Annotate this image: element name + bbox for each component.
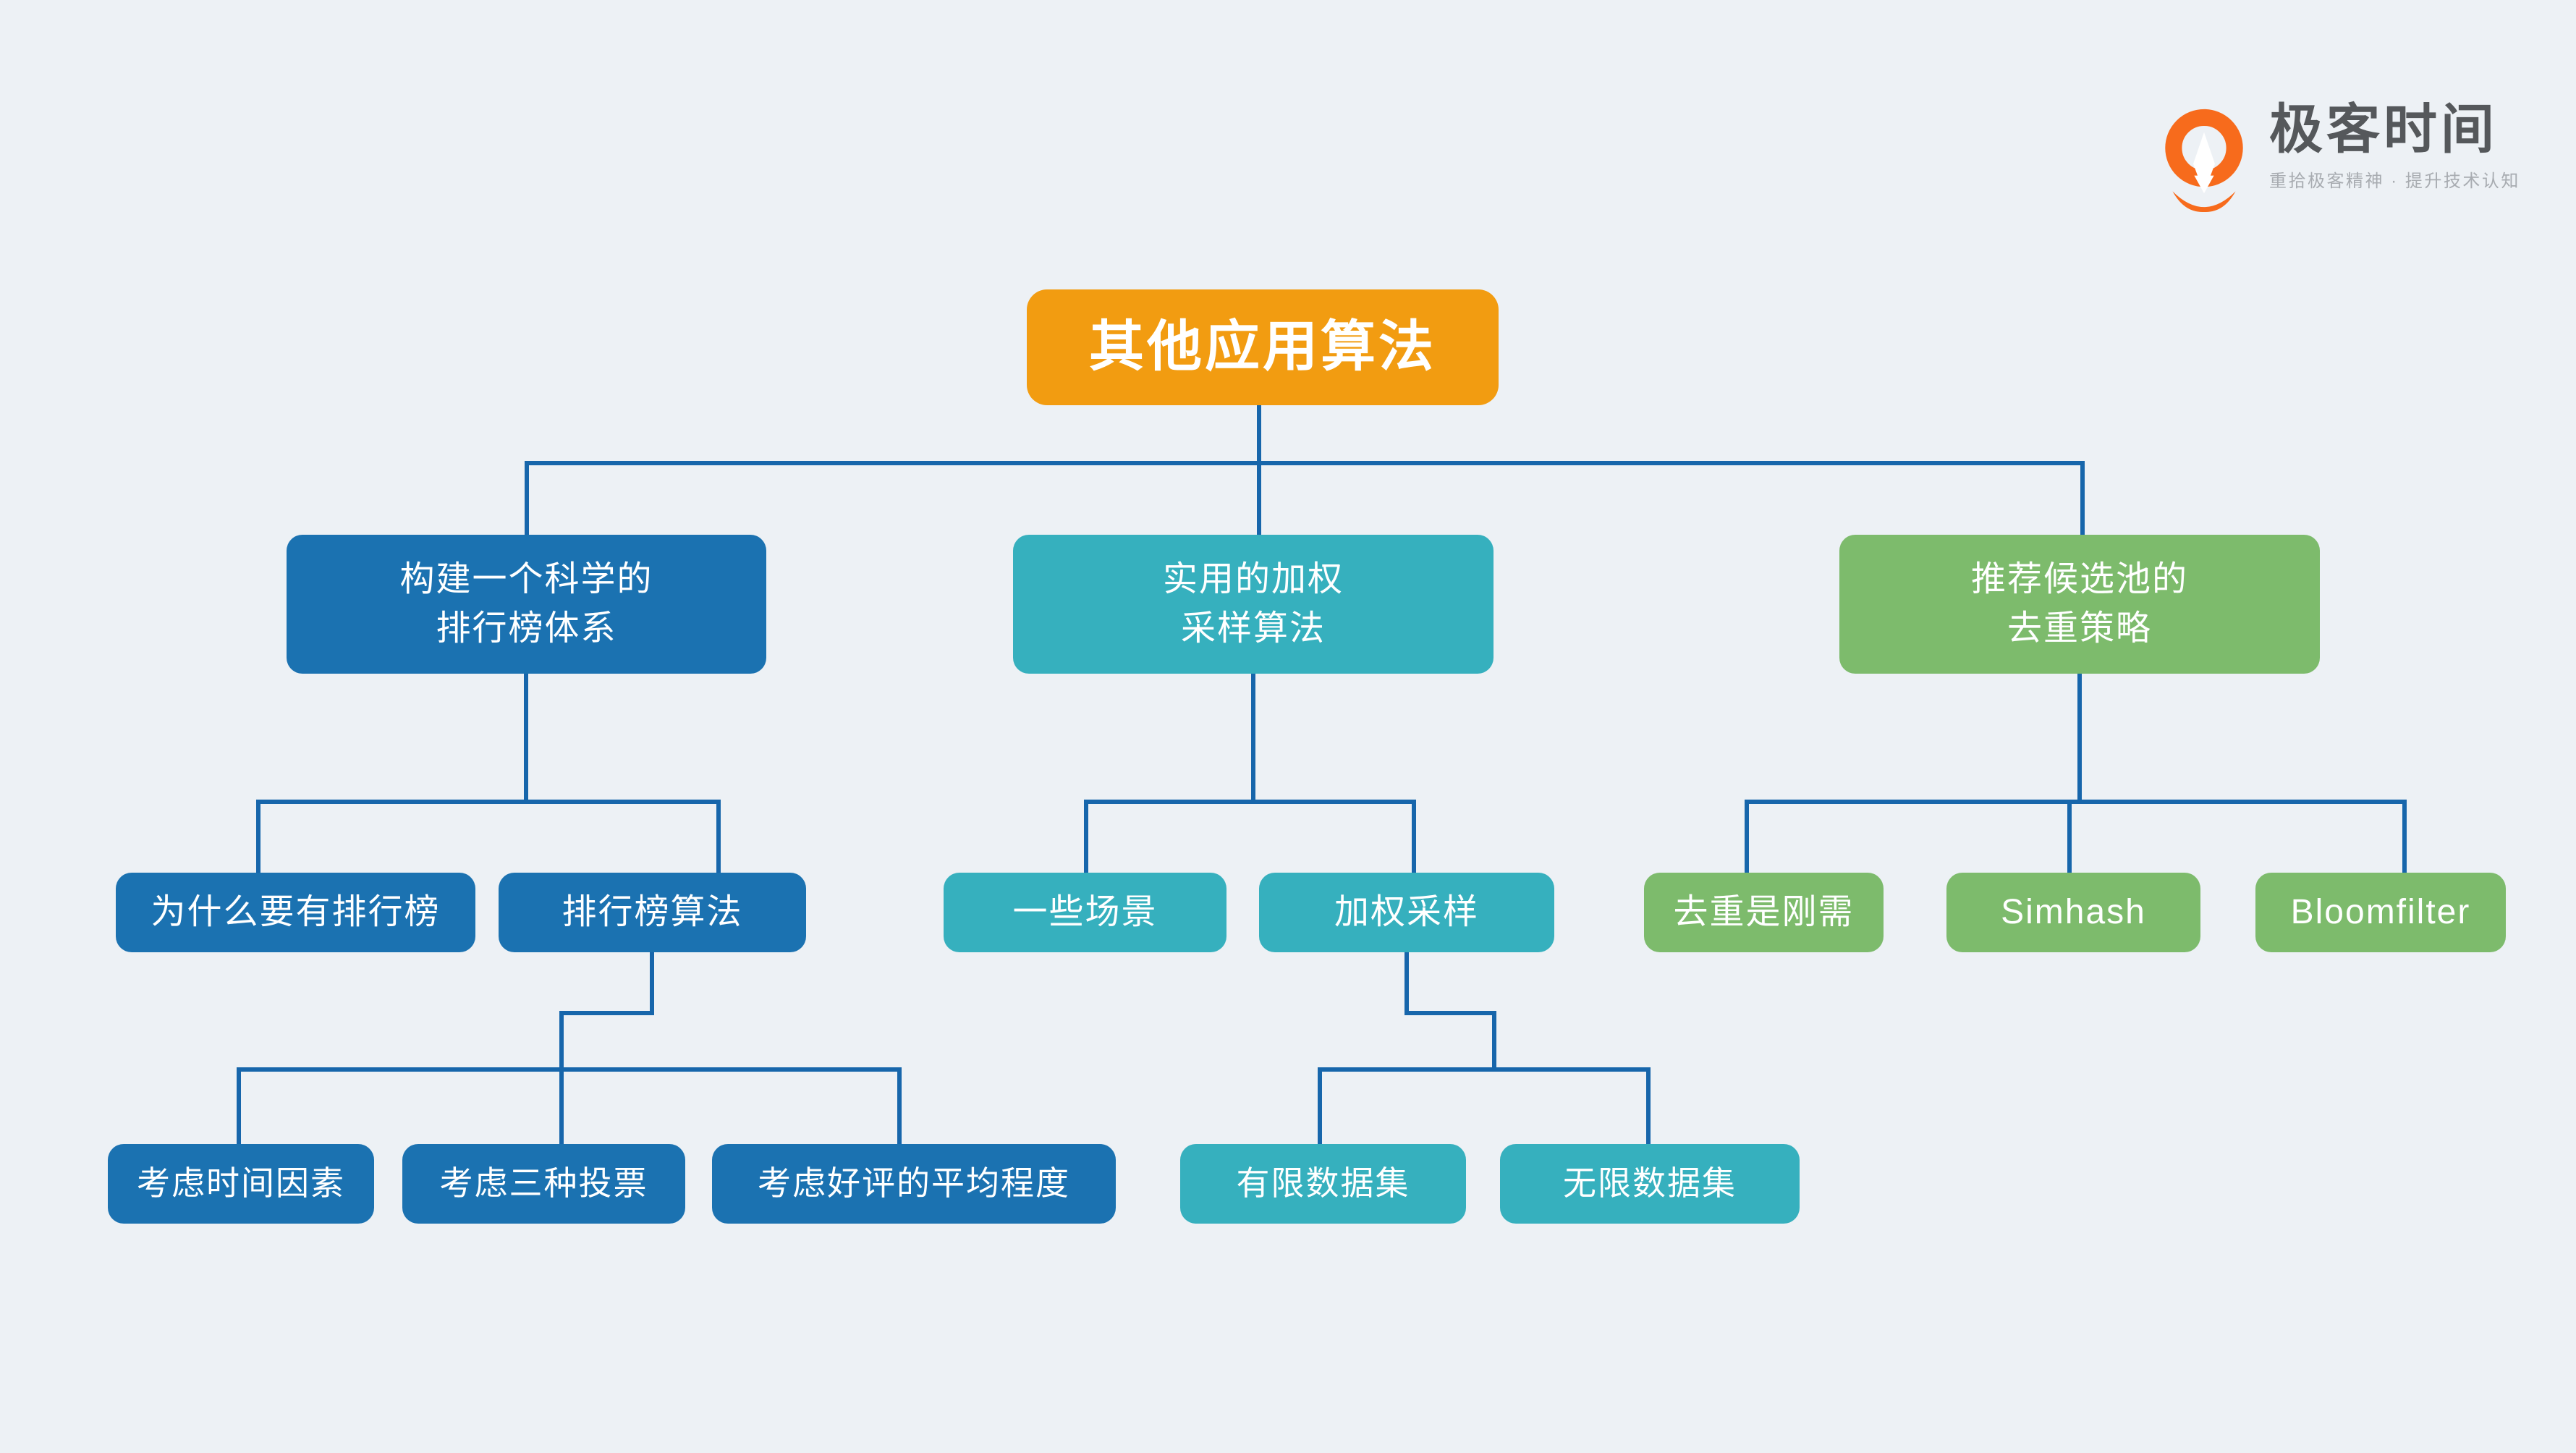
node-c7: Bloomfilter [2255, 873, 2506, 952]
node-b1: 构建一个科学的 排行榜体系 [287, 535, 766, 674]
node-d4: 有限数据集 [1180, 1144, 1466, 1224]
node-b3: 推荐候选池的 去重策略 [1839, 535, 2320, 674]
node-b2: 实用的加权 采样算法 [1013, 535, 1494, 674]
node-c5: 去重是刚需 [1644, 873, 1884, 952]
node-c6: Simhash [1946, 873, 2200, 952]
logo-name: 极客时间 [2269, 99, 2498, 159]
node-c1: 为什么要有排行榜 [116, 873, 475, 952]
connector [559, 952, 654, 1072]
node-d5: 无限数据集 [1500, 1144, 1800, 1224]
node-d1: 考虑时间因素 [108, 1144, 374, 1224]
node-d3: 考虑好评的平均程度 [712, 1144, 1116, 1224]
logo-tagline: 重拾极客精神 · 提升技术认知 [2269, 171, 2520, 191]
geektime-logo-text: 极客时间 重拾极客精神 · 提升技术认知 [2269, 103, 2520, 192]
geektime-logo-icon [2165, 109, 2243, 213]
node-c3: 一些场景 [944, 873, 1226, 952]
node-d2: 考虑三种投票 [402, 1144, 685, 1224]
connector [1404, 952, 1496, 1072]
node-c2: 排行榜算法 [499, 873, 806, 952]
node-root: 其他应用算法 [1027, 289, 1499, 405]
node-c4: 加权采样 [1259, 873, 1554, 952]
geektime-logo: 极客时间 重拾极客精神 · 提升技术认知 [2155, 103, 2520, 226]
